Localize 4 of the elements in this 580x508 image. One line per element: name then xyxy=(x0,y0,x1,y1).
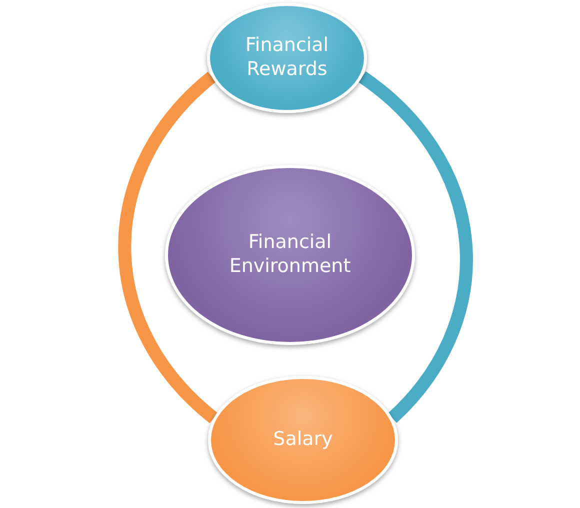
node-label: Salary xyxy=(272,428,334,452)
node-label: Financial Environment xyxy=(228,231,352,279)
ring-arc-connector xyxy=(358,72,473,423)
node-label: Financial Rewards xyxy=(244,34,330,82)
